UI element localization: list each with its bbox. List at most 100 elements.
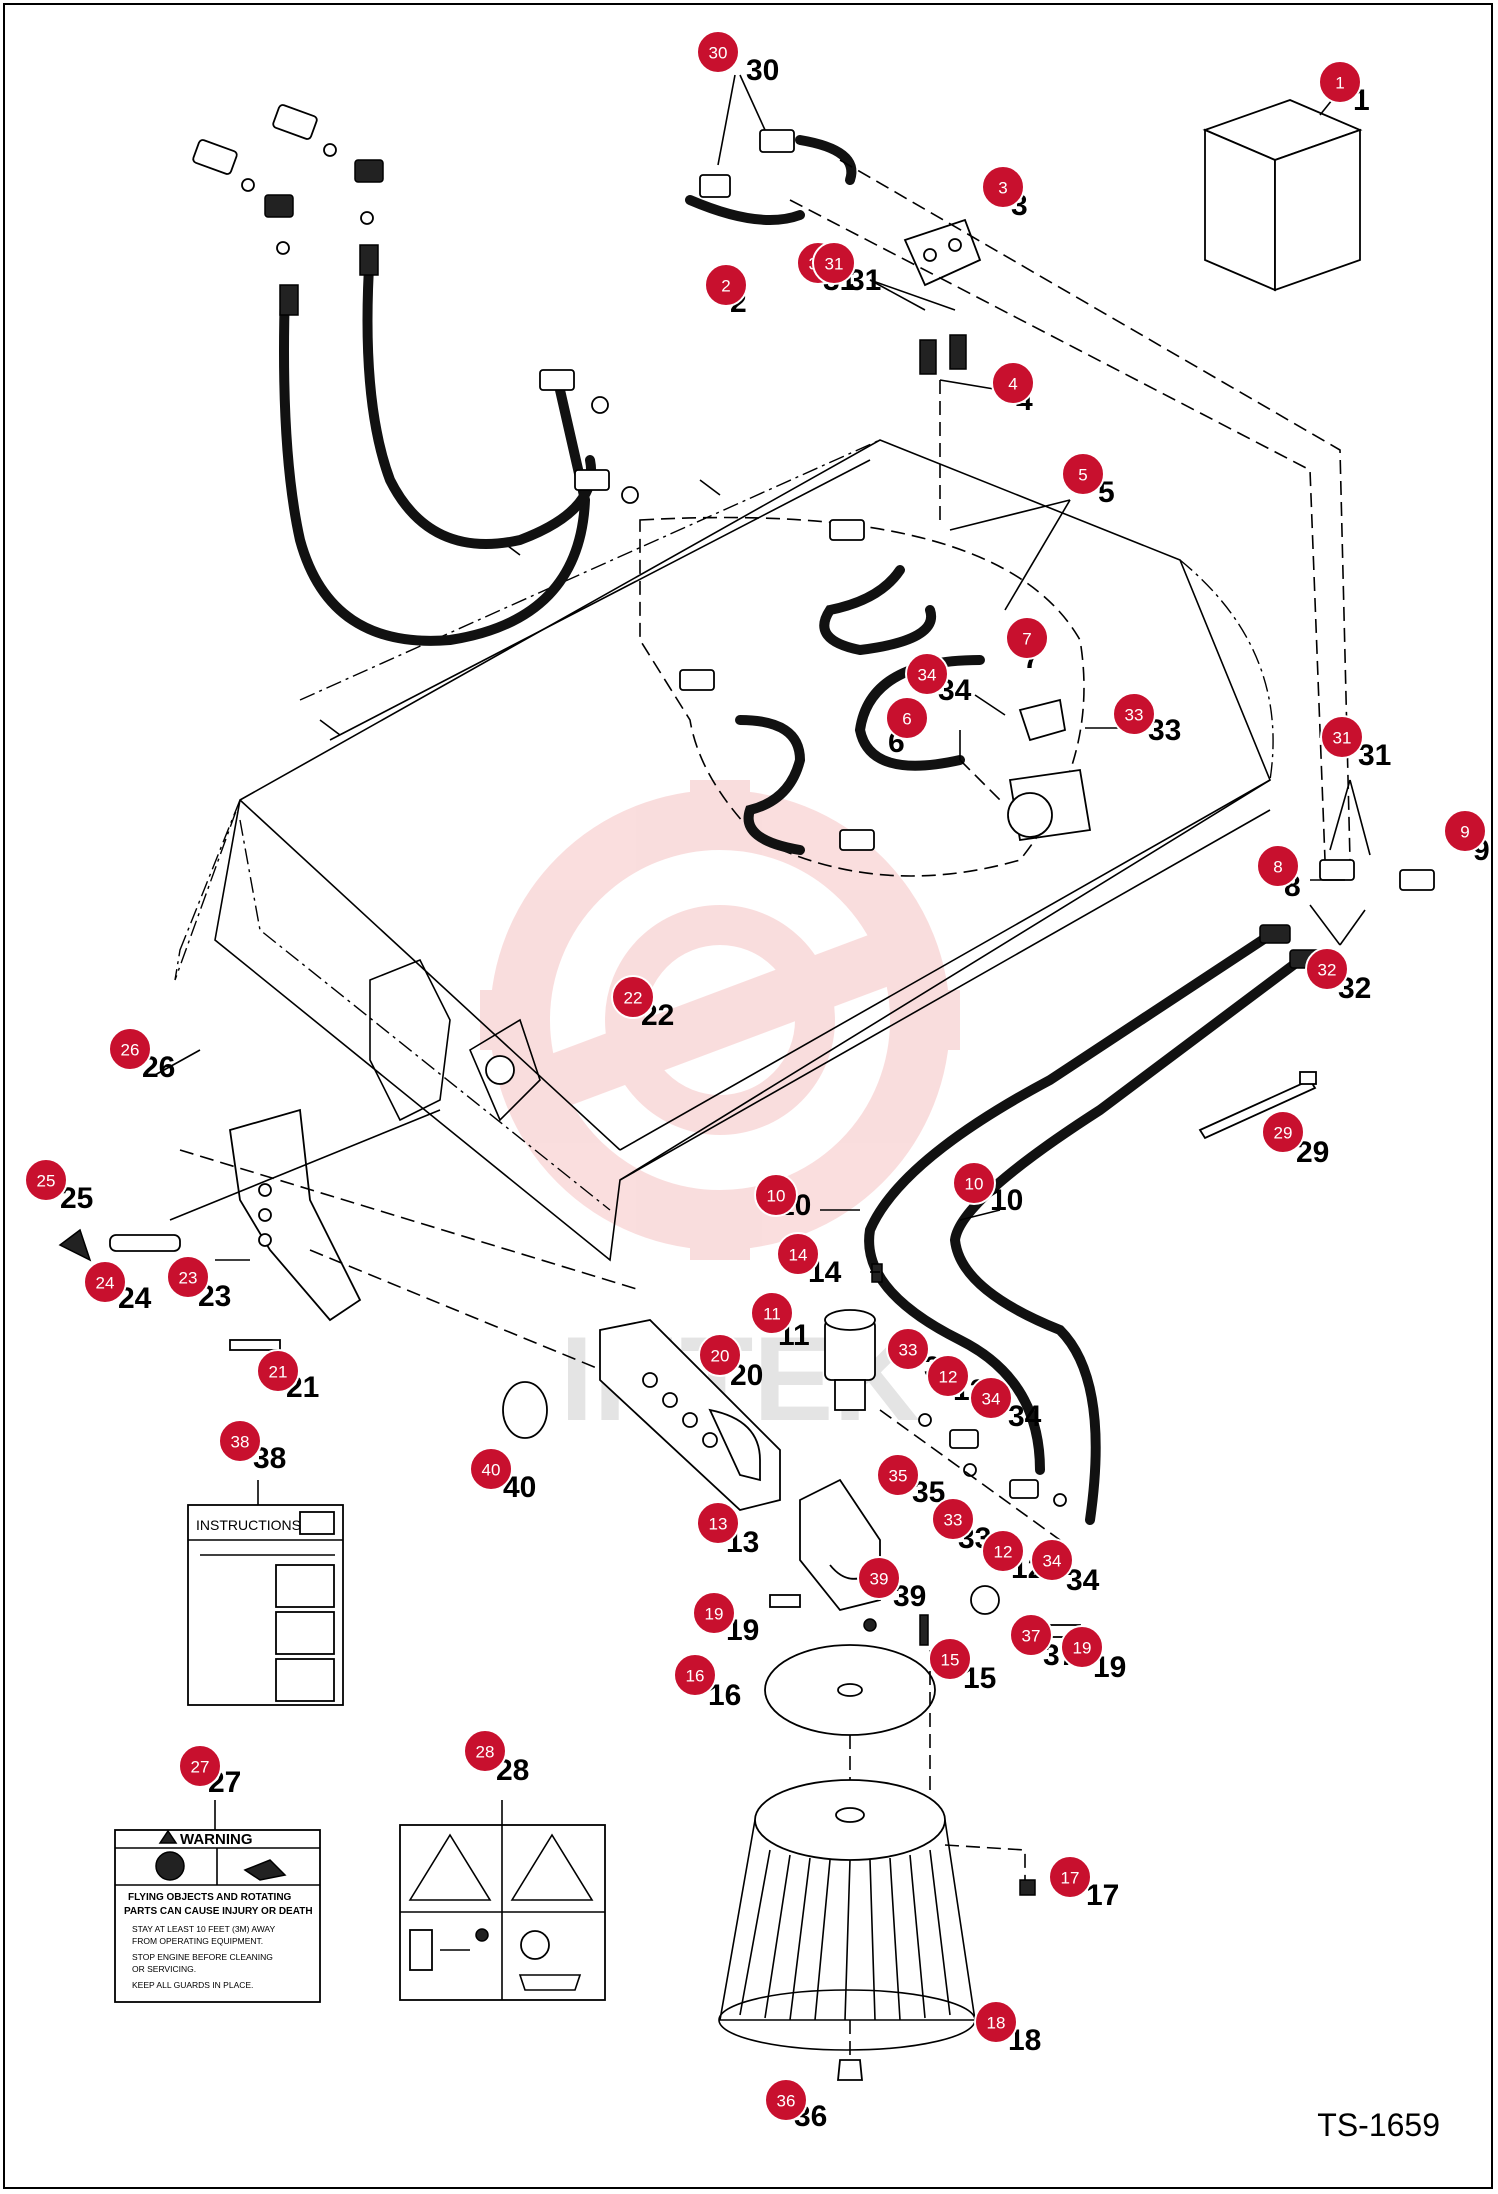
cable-tie bbox=[1198, 1071, 1317, 1140]
part-number-label: 31 bbox=[1358, 739, 1391, 772]
broom-arm bbox=[502, 1319, 781, 1511]
callout-badge: 31 bbox=[1320, 715, 1364, 759]
callout-badge: 22 bbox=[611, 975, 655, 1019]
warning-bullet: FROM OPERATING EQUIPMENT. bbox=[132, 1936, 263, 1946]
callout-badge: 15 bbox=[928, 1637, 972, 1681]
callout-badge: 39 bbox=[857, 1556, 901, 1600]
callout-badge: 18 bbox=[974, 2000, 1018, 2044]
callout-badge: 31 bbox=[812, 241, 856, 285]
callout-badge: 1 bbox=[1318, 60, 1362, 104]
callout-badge: 27 bbox=[178, 1744, 222, 1788]
callout-number: 26 bbox=[121, 1041, 140, 1060]
part-number-label: 30 bbox=[746, 54, 779, 87]
callout-number: 23 bbox=[179, 1269, 198, 1288]
decal-instructions: INSTRUCTIONS bbox=[187, 1504, 344, 1706]
callout-number: 16 bbox=[686, 1667, 705, 1686]
callout-badge: 10 bbox=[952, 1161, 996, 1205]
callout-number: 1 bbox=[1335, 74, 1344, 93]
callout-badge: 34 bbox=[905, 652, 949, 696]
callout-number: 25 bbox=[37, 1172, 56, 1191]
callout-number: 10 bbox=[767, 1187, 786, 1206]
callout-number: 31 bbox=[825, 255, 844, 274]
callout-badge: 33 bbox=[886, 1327, 930, 1371]
callout-number: 24 bbox=[96, 1274, 115, 1293]
callout-badge: 16 bbox=[673, 1653, 717, 1697]
hydraulic-motor bbox=[824, 1263, 1067, 1541]
leader-lines bbox=[154, 74, 1371, 1273]
callout-number: 38 bbox=[231, 1433, 250, 1452]
callout-number: 5 bbox=[1078, 466, 1087, 485]
callout-number: 33 bbox=[899, 1341, 918, 1360]
callout-number: 4 bbox=[1008, 375, 1017, 394]
callout-badge: 38 bbox=[218, 1419, 262, 1463]
callout-badge: 17 bbox=[1048, 1855, 1092, 1899]
broom-disc bbox=[764, 1614, 936, 1790]
callout-badge: 19 bbox=[692, 1591, 736, 1635]
warning-headline-2: PARTS CAN CAUSE INJURY OR DEATH bbox=[124, 1906, 313, 1917]
callout-badge: 35 bbox=[876, 1453, 920, 1497]
callout-badge: 33 bbox=[1112, 692, 1156, 736]
warning-bullet: KEEP ALL GUARDS IN PLACE. bbox=[132, 1980, 253, 1990]
part-number-label: 10 bbox=[990, 1184, 1023, 1217]
warning-headline-1: FLYING OBJECTS AND ROTATING bbox=[128, 1892, 292, 1903]
callout-number: 10 bbox=[965, 1175, 984, 1194]
callout-badge: 8 bbox=[1256, 844, 1300, 888]
kit-box bbox=[1202, 99, 1363, 292]
callout-badge: 2 bbox=[704, 263, 748, 307]
callout-badge: 5 bbox=[1061, 452, 1105, 496]
callout-number: 9 bbox=[1460, 823, 1469, 842]
callout-badge: 12 bbox=[926, 1354, 970, 1398]
callout-number: 34 bbox=[1043, 1552, 1062, 1571]
callout-badge: 23 bbox=[166, 1255, 210, 1299]
callout-number: 33 bbox=[1125, 706, 1144, 725]
callout-badge: 25 bbox=[24, 1158, 68, 1202]
callout-number: 35 bbox=[889, 1467, 908, 1486]
callout-number: 14 bbox=[789, 1246, 808, 1265]
callout-badge: 10 bbox=[754, 1173, 798, 1217]
callout-badge: 34 bbox=[1030, 1538, 1074, 1582]
callout-number: 3 bbox=[998, 179, 1007, 198]
callout-number: 12 bbox=[939, 1368, 958, 1387]
callout-number: 8 bbox=[1273, 858, 1282, 877]
callout-badge: 3 bbox=[981, 165, 1025, 209]
hose-upper-left bbox=[192, 104, 639, 646]
callout-badge: 20 bbox=[698, 1333, 742, 1377]
callout-number: 27 bbox=[191, 1758, 210, 1777]
callout-badge: 21 bbox=[256, 1349, 300, 1393]
part-number-label: 34 bbox=[1008, 1400, 1042, 1433]
callout-number: 34 bbox=[982, 1390, 1001, 1409]
callout-badge: 33 bbox=[931, 1497, 975, 1541]
mount-bracket bbox=[58, 1108, 651, 1391]
sweeper-housing bbox=[174, 439, 1274, 1262]
callout-badge: 19 bbox=[1060, 1625, 1104, 1669]
callout-number: 37 bbox=[1022, 1627, 1041, 1646]
callout-number: 2 bbox=[721, 277, 730, 296]
callout-number: 21 bbox=[269, 1363, 288, 1382]
callout-number: 6 bbox=[902, 710, 911, 729]
callout-number: 19 bbox=[705, 1605, 724, 1624]
warning-bullet: OR SERVICING. bbox=[132, 1964, 196, 1974]
callout-number: 22 bbox=[624, 989, 643, 1008]
callout-number: 32 bbox=[1318, 961, 1337, 980]
drawing-code: TS-1659 bbox=[1317, 2107, 1440, 2143]
warning-header: WARNING bbox=[180, 1831, 253, 1848]
callout-badge: 12 bbox=[981, 1529, 1025, 1573]
callout-number: 29 bbox=[1274, 1124, 1293, 1143]
callout-badge: 7 bbox=[1005, 616, 1049, 660]
callout-number: 18 bbox=[987, 2014, 1006, 2033]
callout-number: 7 bbox=[1022, 630, 1031, 649]
callout-number: 33 bbox=[944, 1511, 963, 1530]
callout-number: 36 bbox=[777, 2092, 796, 2111]
callout-badge: 30 bbox=[696, 30, 740, 74]
callout-number: 15 bbox=[941, 1651, 960, 1670]
callout-number: 11 bbox=[763, 1305, 781, 1324]
callout-number: 12 bbox=[994, 1543, 1013, 1562]
watermark-logo bbox=[480, 780, 960, 1260]
part-number-label: 17 bbox=[1086, 1879, 1119, 1912]
callout-number: 31 bbox=[1333, 729, 1352, 748]
callout-badge: 40 bbox=[469, 1447, 513, 1491]
callout-badge: 28 bbox=[463, 1729, 507, 1773]
callout-number: 30 bbox=[709, 44, 728, 63]
callout-badge: 11 bbox=[750, 1291, 794, 1335]
